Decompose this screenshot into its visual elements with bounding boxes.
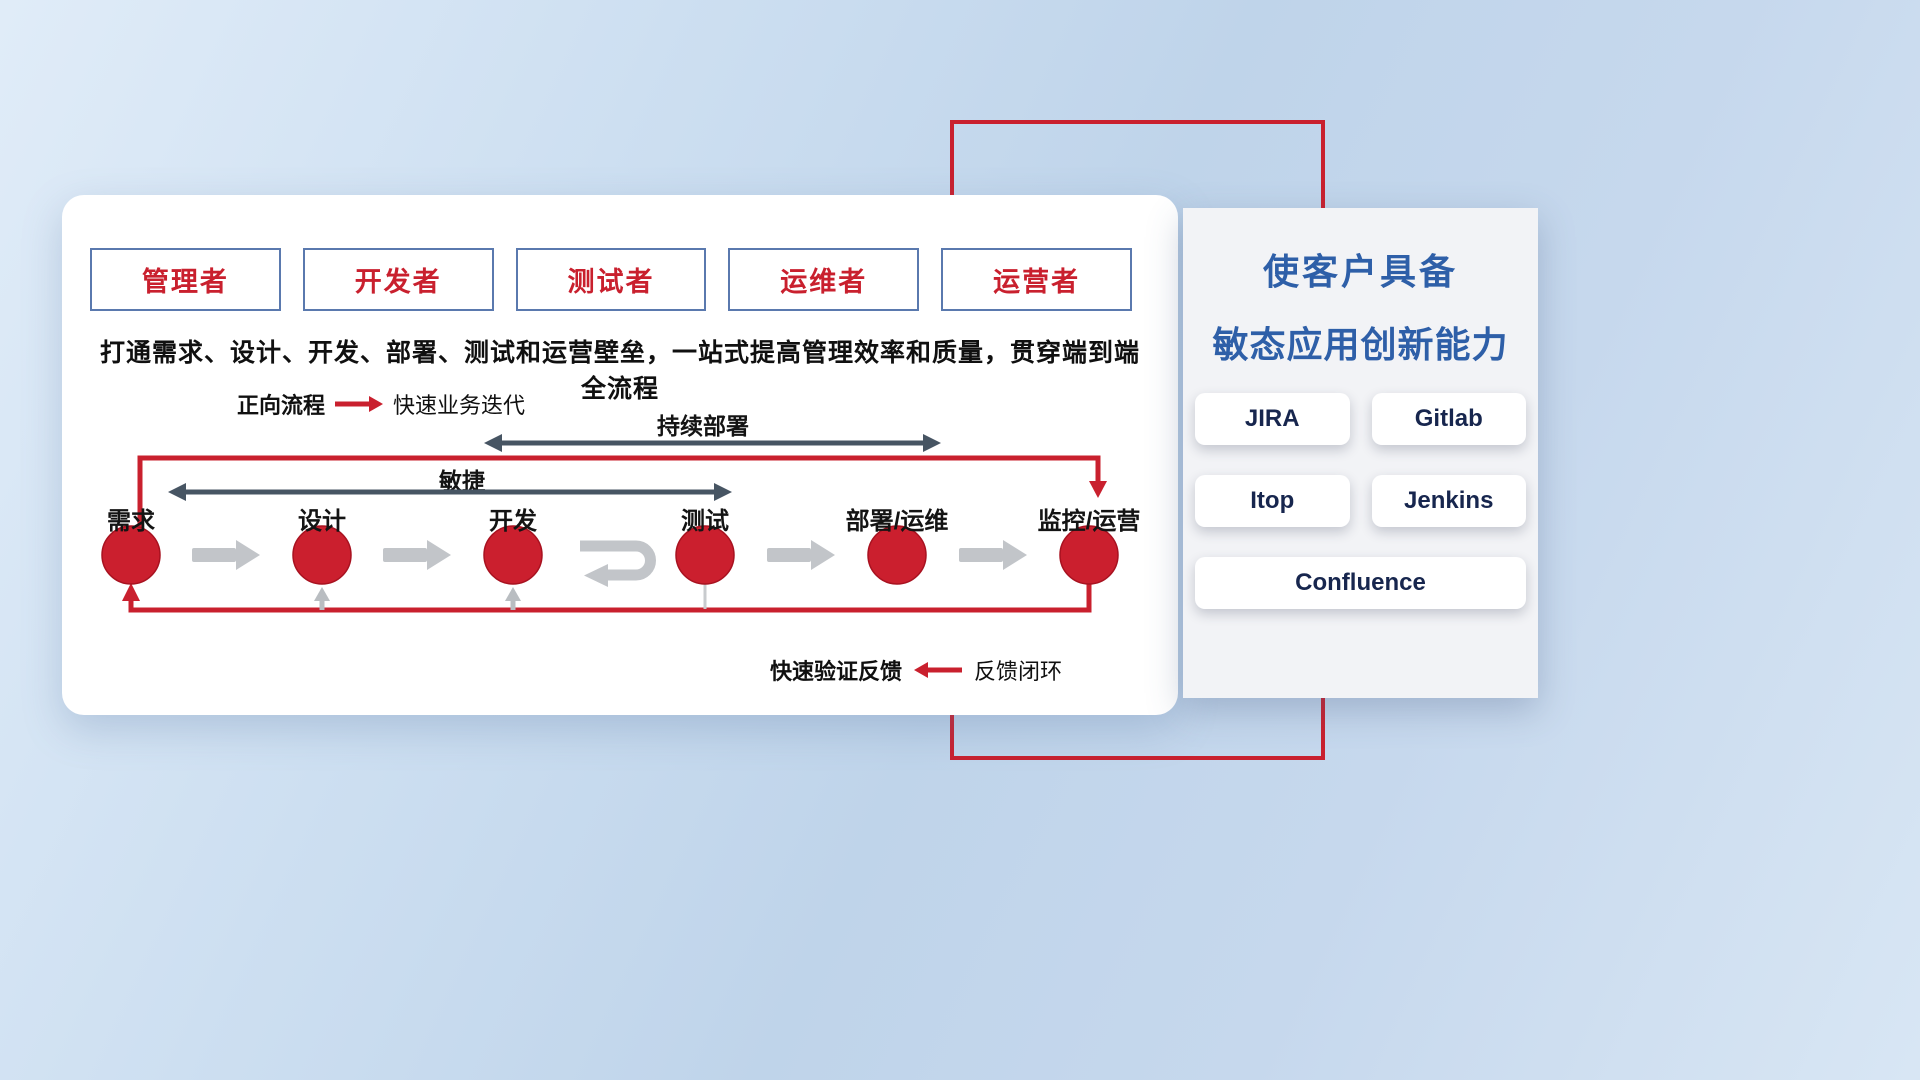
feedback-loop-arrow bbox=[122, 575, 1092, 613]
stage-circle-develop bbox=[483, 525, 543, 585]
right-arrow-icon bbox=[335, 396, 384, 412]
stage-label-test: 测试 bbox=[681, 508, 729, 535]
stage-circle-test bbox=[675, 525, 735, 585]
panel-title-line2: 敏态应用创新能力 bbox=[1212, 324, 1509, 365]
panel-title-line1: 使客户具备 bbox=[1262, 251, 1458, 292]
flow-diagram-svg bbox=[101, 434, 1119, 613]
process-diagram-card: 管理者 开发者 测试者 运维者 运营者 打通需求、设计、开发、部署、测试和运营壁… bbox=[62, 195, 1178, 715]
roles-row: 管理者 开发者 测试者 运维者 运营者 bbox=[90, 248, 1132, 311]
stage-label-monitor: 监控/运营 bbox=[1037, 508, 1141, 535]
arrowhead-up bbox=[122, 583, 140, 601]
stage-circles bbox=[101, 525, 1119, 585]
stage-circle-monitor bbox=[1059, 525, 1119, 585]
stage-label-requirements: 需求 bbox=[107, 508, 155, 535]
forward-loop-arrow bbox=[137, 455, 1107, 540]
stage-circle-requirements bbox=[101, 525, 161, 585]
role-box-manager: 管理者 bbox=[90, 248, 281, 311]
stage-circle-deploy-ops bbox=[867, 525, 927, 585]
stage-label-design: 设计 bbox=[298, 508, 346, 535]
role-box-ops: 运维者 bbox=[728, 248, 920, 311]
capability-panel: 使客户具备 敏态应用创新能力 JIRA Gitlab Itop Jenkins … bbox=[1183, 208, 1538, 698]
tool-chip-confluence: Confluence bbox=[1195, 557, 1526, 609]
iteration-uturn-arrow bbox=[580, 540, 656, 587]
arrowhead-down bbox=[1089, 481, 1107, 498]
role-box-operator: 运营者 bbox=[941, 248, 1132, 311]
feedback-loop-legend: 快速验证反馈 反馈闭环 bbox=[770, 654, 1062, 686]
stage-circle-design bbox=[292, 525, 352, 585]
forward-legend-value: 快速业务迭代 bbox=[393, 393, 526, 418]
process-description: 打通需求、设计、开发、部署、测试和运营壁垒，一站式提高管理效率和质量，贯穿端到端… bbox=[99, 339, 1140, 403]
continuous-deploy-arrow bbox=[484, 434, 941, 452]
role-box-tester: 测试者 bbox=[515, 248, 707, 311]
tool-chip-itop: Itop bbox=[1195, 475, 1350, 527]
stage-label-develop: 开发 bbox=[489, 508, 537, 535]
feedback-legend-label: 快速验证反馈 bbox=[770, 659, 903, 684]
forward-legend-label: 正向流程 bbox=[237, 393, 326, 418]
tool-chip-jenkins: Jenkins bbox=[1371, 475, 1526, 527]
stage-label-deploy-ops: 部署/运维 bbox=[845, 508, 949, 535]
feedback-legend-value: 反馈闭环 bbox=[974, 659, 1063, 684]
tool-chip-jira: JIRA bbox=[1195, 393, 1350, 445]
agile-range-arrow bbox=[168, 483, 732, 501]
feedback-connector-arrows bbox=[314, 582, 707, 610]
continuous-deploy-label: 持续部署 bbox=[657, 413, 749, 439]
left-arrow-icon bbox=[914, 662, 963, 678]
tool-chip-gitlab: Gitlab bbox=[1371, 393, 1526, 445]
tools-grid: JIRA Gitlab Itop Jenkins Confluence bbox=[1195, 393, 1526, 609]
role-box-developer: 开发者 bbox=[302, 248, 494, 311]
stage-flow-arrows bbox=[192, 540, 1027, 570]
forward-flow-legend: 正向流程 快速业务迭代 bbox=[237, 388, 525, 420]
